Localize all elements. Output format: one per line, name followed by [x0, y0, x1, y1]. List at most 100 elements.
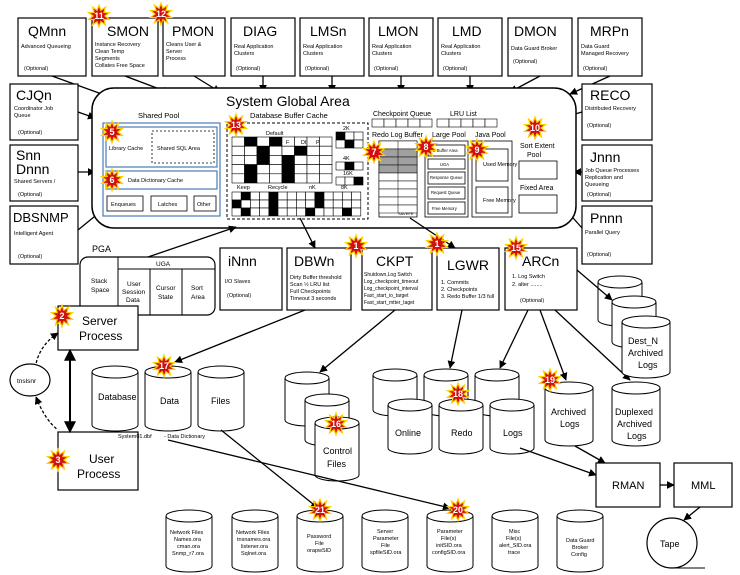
default-buffer-cell	[306, 155, 320, 165]
dest-cylinder-3[interactable]: Dest_N Archived Logs	[621, 315, 671, 379]
network-files-2[interactable]: Network Files tnsnames.ora listener.ora …	[231, 509, 279, 573]
process-lmsn[interactable]: LMSn Real Application Clusters (Optional…	[299, 17, 365, 77]
buffer-bottom-cell	[314, 207, 325, 217]
default-buffer-cell	[231, 155, 245, 165]
process-lgwr[interactable]: LGWR 1. Commits 2. Checkpoints 3. Redo B…	[409, 217, 500, 311]
server-parameter-file[interactable]: Server Parameter File spfileSID.ora	[361, 509, 409, 573]
buffer-bottom-cell	[332, 207, 343, 217]
process-dbsnmp[interactable]: DBSNMP Intelligent Agent (Optional)	[9, 205, 79, 265]
server-process[interactable]: Server Process	[57, 305, 139, 351]
svg-text:MRPn: MRPn	[590, 23, 629, 39]
svg-text:Stack: Stack	[91, 278, 108, 285]
data-cylinder[interactable]: Data	[144, 365, 192, 432]
process-dbwn[interactable]: DBWn Dirty Buffer threshold Scan ½ LRU l…	[286, 217, 352, 311]
files-cylinder[interactable]: Files	[197, 365, 245, 432]
buffer-bottom-cell	[231, 207, 242, 217]
svg-text:Parameter: Parameter	[373, 536, 399, 542]
default-buffer-cell	[281, 164, 295, 175]
password-file[interactable]: Password File orapwSID	[296, 509, 344, 573]
process-snn-dnnn[interactable]: Snn Dnnn Shared Servers / (Optional)	[9, 144, 79, 202]
process-cjqn[interactable]: CJQn Coordinator Job Queue (Optional)	[9, 83, 79, 141]
callout-star-6: 6	[99, 167, 125, 193]
svg-text:Files: Files	[327, 459, 347, 469]
buffer-bottom-cell	[231, 191, 242, 201]
process-arcn[interactable]: ARCn 1. Log Switch 2. alter ........ (Op…	[504, 247, 578, 311]
network-files-1[interactable]: Network Files Names.ora cman.ora Snmp_r7…	[165, 509, 213, 573]
svg-text:Data Guard: Data Guard	[581, 44, 609, 50]
process-diag[interactable]: DIAG Real Application Clusters (Optional…	[230, 17, 296, 77]
svg-text:cman.ora: cman.ora	[177, 544, 201, 550]
svg-text:Server: Server	[82, 314, 117, 328]
svg-text:(Optional): (Optional)	[520, 298, 544, 304]
process-reco[interactable]: RECO Distributed Recovery (Optional)	[581, 83, 653, 141]
callout-star-13: 13	[223, 112, 249, 138]
svg-text:Clusters: Clusters	[234, 51, 254, 57]
database-cylinder[interactable]: Database	[91, 365, 139, 432]
data-guard-broker-config[interactable]: Data Guard Broker Config	[556, 509, 604, 573]
process-name: QMnn	[28, 23, 66, 39]
svg-text:Shared Servers /: Shared Servers /	[14, 179, 56, 185]
svg-text:Data Guard: Data Guard	[566, 538, 594, 544]
svg-text:Broker: Broker	[572, 545, 588, 551]
svg-text:Snn: Snn	[16, 147, 41, 163]
svg-text:F: F	[286, 140, 290, 146]
tnslsnr[interactable]: tnslsnr	[9, 332, 59, 431]
svg-text:DIAG: DIAG	[243, 23, 277, 39]
svg-text:Shutdown,Log Switch: Shutdown,Log Switch	[364, 272, 412, 278]
process-smon[interactable]: SMON Instance Recovery Clean Temp Segmen…	[91, 17, 159, 77]
svg-text:nK: nK	[309, 185, 316, 191]
parameter-files[interactable]: Parameter File(s) initSID.ora configSID.…	[426, 509, 474, 573]
buffer-bottom-cell	[240, 191, 251, 201]
svg-text:Database: Database	[98, 392, 137, 402]
tape[interactable]: Tape	[646, 506, 705, 569]
star-number: 13	[231, 120, 241, 130]
default-buffer-cell	[256, 164, 270, 175]
online-cylinder[interactable]: Online	[387, 398, 433, 455]
buffer-2k-cell	[335, 139, 346, 149]
svg-text:P: P	[316, 140, 320, 146]
process-qmnn[interactable]: QMnn Advanced Queueing (Optional)	[17, 17, 87, 77]
process-ckpt[interactable]: CKPT Shutdown,Log Switch Log_checkpoint_…	[361, 247, 433, 311]
process-mrpn[interactable]: MRPn Data Guard Managed Recovery (Option…	[577, 17, 643, 77]
svg-text:Process: Process	[77, 467, 120, 481]
svg-text:MML: MML	[691, 480, 715, 492]
pga: PGA Stack Space UGA User Session Data Cu…	[79, 225, 237, 316]
logs-cylinder[interactable]: Logs	[489, 398, 535, 455]
callout-star-7: 7	[361, 139, 387, 165]
process-dmon[interactable]: DMON Data Guard Broker (Optional)	[507, 17, 573, 77]
buffer-grid-bottom	[231, 191, 362, 217]
process-jnnn[interactable]: Jnnn Job Queue Processes Replication and…	[581, 144, 653, 202]
svg-text:LGWR: LGWR	[447, 257, 489, 273]
callout-star-15: 15	[503, 235, 529, 261]
rman[interactable]: RMAN	[595, 462, 661, 508]
svg-text:Real Application: Real Application	[303, 44, 342, 50]
default-buffer-cell	[256, 136, 270, 147]
duplexed-archived-logs[interactable]: Duplexed Archived Logs	[554, 309, 661, 447]
svg-text:Tape: Tape	[660, 539, 680, 549]
svg-text:Instance Recovery: Instance Recovery	[95, 42, 141, 48]
process-innn[interactable]: iNnn I/O Slaves (Optional)	[219, 247, 283, 311]
svg-text:UGA: UGA	[440, 162, 449, 167]
star-number: 2	[59, 311, 64, 321]
svg-text:Large Pool: Large Pool	[432, 132, 466, 139]
redo-cylinder[interactable]: Redo	[438, 398, 484, 455]
sort-extent-pool: Sort Extent Pool Fixed Area	[518, 143, 558, 214]
process-lmd[interactable]: LMD Real Application Clusters (Optional)	[437, 17, 503, 77]
svg-text:(Optional): (Optional)	[583, 66, 607, 72]
svg-text:Names.ora: Names.ora	[174, 537, 202, 543]
default-buffer-cell	[319, 145, 333, 156]
default-buffer-cell	[269, 164, 283, 175]
mml[interactable]: MML	[673, 462, 733, 508]
misc-files[interactable]: Misc File(s) alert_SID.ora trace	[491, 509, 539, 573]
archived-logs[interactable]: Archived Logs	[539, 309, 594, 447]
svg-text:3. Redo Buffer 1/3 full: 3. Redo Buffer 1/3 full	[441, 294, 494, 300]
process-pmon[interactable]: PMON Cleans User & Server Process	[162, 17, 226, 77]
process-pnnn[interactable]: Pnnn Parallel Query (Optional)	[581, 205, 653, 265]
buffer-bottom-cell	[314, 199, 325, 209]
process-lmon[interactable]: LMON Real Application Clusters (Optional…	[368, 17, 434, 77]
svg-text:Clusters: Clusters	[372, 51, 392, 57]
default-buffer-cell	[319, 155, 333, 165]
svg-text:Advanced Queueing: Advanced Queueing	[21, 44, 71, 50]
svg-text:spfileSID.ora: spfileSID.ora	[370, 550, 402, 556]
default-buffer-cell	[269, 145, 283, 156]
